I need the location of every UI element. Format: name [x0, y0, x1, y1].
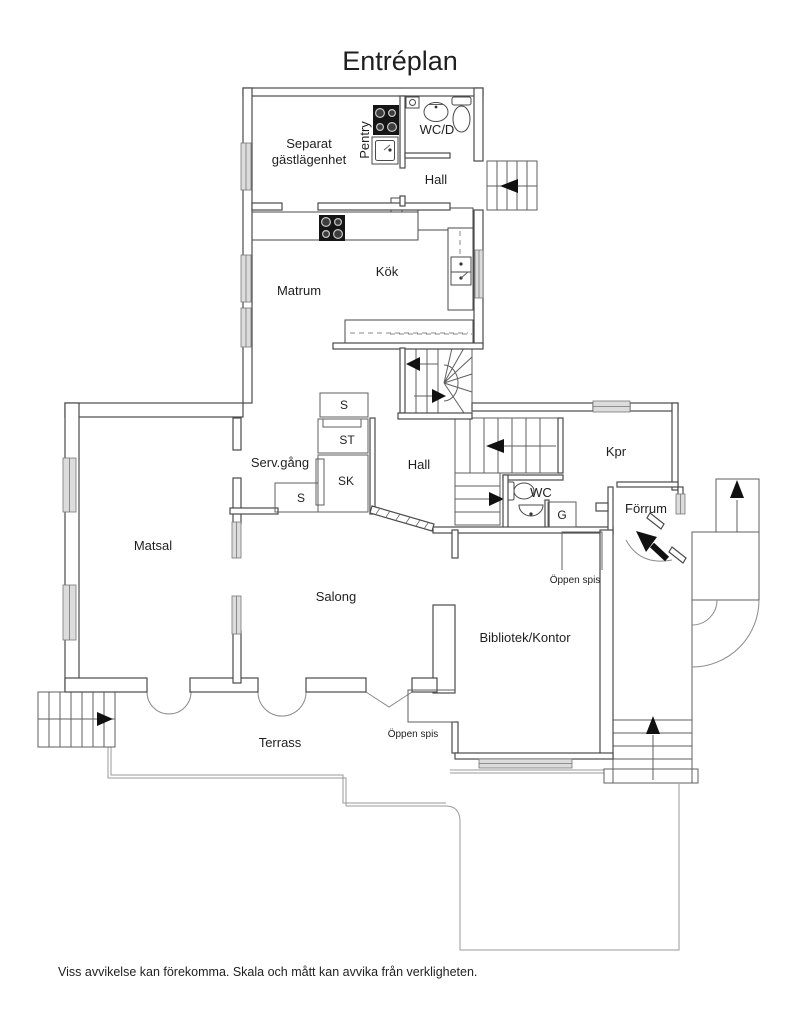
- closet-label-s-lower: S: [297, 491, 305, 505]
- room-label-vestibule: Förrum: [625, 501, 667, 516]
- wcd-toilet-icon: [451, 96, 472, 133]
- walls: [64, 87, 687, 760]
- disclaimer-text: Viss avvikelse kan förekomma. Skala och …: [58, 965, 477, 979]
- stair-terrace: [37, 691, 116, 748]
- stair-upper-right: [486, 160, 538, 211]
- room-label-guest-apartment-line1: Separat: [286, 136, 332, 151]
- room-label-salon: Salong: [316, 589, 356, 604]
- stair-middle-winder: [404, 347, 473, 414]
- room-label-library-office: Bibliotek/Kontor: [479, 630, 571, 645]
- diagonal-wall-hatch: [375, 507, 429, 530]
- stair-garden: [603, 548, 699, 784]
- room-label-matrum: Matrum: [277, 283, 321, 298]
- room-label-wc: WC: [530, 485, 552, 500]
- fireplaces: [407, 531, 603, 723]
- closet-label-g: G: [557, 508, 566, 522]
- pentry-sink-icon: [371, 136, 399, 165]
- windows: [62, 142, 686, 769]
- room-label-guest-apartment-line2: gästlägenhet: [272, 152, 347, 167]
- door-arcs: [146, 539, 673, 717]
- stove-icon: [319, 215, 345, 241]
- pentry-stove-icon: [373, 105, 399, 135]
- room-label-service-corridor: Serv.gång: [251, 455, 309, 470]
- wcd-sink-icon: [423, 102, 449, 122]
- kitchen-sink-icon: [450, 256, 472, 286]
- page-title: Entréplan: [342, 46, 458, 76]
- room-label-terrace: Terrass: [259, 735, 302, 750]
- closet-label-s-upper: S: [340, 398, 348, 412]
- washing-machine-icon: [405, 96, 420, 109]
- room-label-kpr: Kpr: [606, 444, 627, 459]
- room-label-hall-main: Hall: [408, 457, 431, 472]
- room-label-pentry: Pentry: [357, 121, 372, 159]
- stair-side-entry: [691, 478, 760, 668]
- closet-label-sk: SK: [338, 474, 354, 488]
- closets: [274, 392, 577, 528]
- room-label-dining-room: Matsal: [134, 538, 172, 553]
- entrance-arrow-icon: [636, 531, 670, 562]
- wc-sink-icon: [518, 504, 544, 517]
- room-label-wcd: WC/D: [420, 122, 455, 137]
- room-label-hall-upper: Hall: [425, 172, 448, 187]
- closet-label-st: ST: [339, 433, 355, 447]
- fixtures: [251, 96, 544, 517]
- terrace-outline: [107, 747, 680, 951]
- label-fireplace-upper: Öppen spis: [550, 574, 601, 586]
- room-label-kitchen: Kök: [376, 264, 399, 279]
- label-fireplace-lower: Öppen spis: [388, 728, 439, 740]
